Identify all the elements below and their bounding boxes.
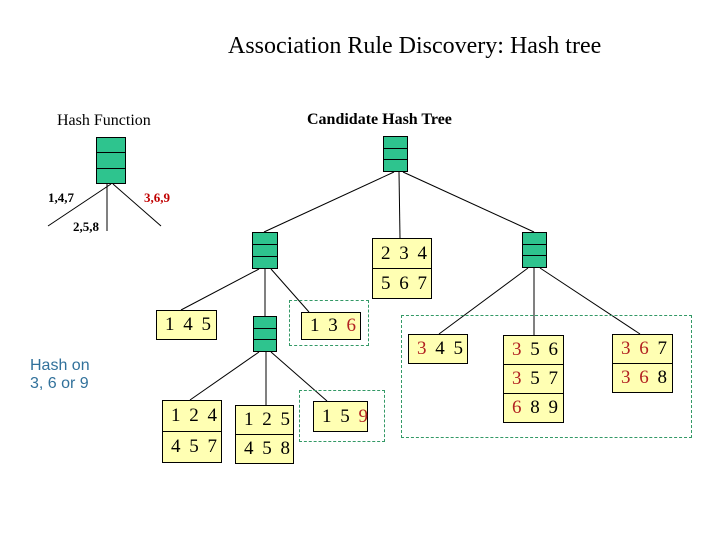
leaf-124-457: 1 2 4 4 5 7: [162, 400, 222, 463]
itemset-text: 1 2 5: [244, 409, 292, 430]
itemset-text-red: 9: [358, 406, 370, 427]
itemset-text: 5 6: [530, 339, 560, 360]
node-cell: [523, 255, 546, 267]
node-cell: [384, 137, 407, 148]
node-cell: [97, 138, 125, 152]
node-cell: [254, 339, 276, 351]
hash-function-label: Hash Function: [57, 112, 151, 129]
leaf-cell: 3 5 6: [504, 336, 563, 364]
hash-function-node: [96, 137, 126, 184]
itemset-text: 1 2 4: [171, 405, 219, 426]
level3-middle-node: [253, 316, 277, 352]
itemset-text: 1 3: [310, 315, 347, 336]
root-node: [383, 136, 408, 172]
level2-left-node: [252, 232, 278, 269]
root-edge-right: [402, 171, 535, 233]
leaf-cell: 4 5 8: [236, 434, 293, 463]
leaf-cell: 3 4 5: [409, 335, 467, 363]
l3mid-edge-left: [189, 351, 260, 401]
branch-label-369: 3,6,9: [144, 190, 170, 205]
node-cell: [523, 233, 546, 244]
dashed-group-right-subtree: [401, 315, 692, 438]
leaf-345: 3 4 5: [408, 334, 468, 364]
itemset-text: 1 5: [322, 406, 359, 427]
itemset-text-red: 3 6: [621, 367, 658, 388]
leaf-cell: 6 8 9: [504, 393, 563, 422]
leaf-cell: 1 2 5: [236, 406, 293, 434]
node-cell: [97, 167, 125, 183]
branch-label-147: 1,4,7: [48, 190, 74, 205]
leaf-367-368: 3 6 7 3 6 8: [612, 334, 673, 393]
node-cell: [384, 159, 407, 171]
itemset-text: 8 9: [530, 397, 560, 418]
leaf-cell: 1 3 6: [302, 313, 360, 339]
node-cell: [253, 233, 277, 244]
node-cell: [253, 256, 277, 268]
leaf-159: 1 5 9: [313, 401, 368, 432]
itemset-text-red: 6: [512, 397, 531, 418]
leaf-125-458: 1 2 5 4 5 8: [235, 405, 294, 464]
root-edge-left: [263, 171, 395, 233]
itemset-text-red: 3 6: [621, 338, 658, 359]
leaf-cell: 2 3 4: [373, 239, 431, 268]
leaf-cell: 1 2 4: [163, 401, 221, 431]
leaf-cell: 1 5 9: [314, 402, 368, 431]
candidate-hash-tree-label: Candidate Hash Tree: [307, 111, 452, 128]
hash-note: Hash on 3, 6 or 9: [30, 357, 90, 393]
leaf-cell: 3 5 7: [504, 364, 563, 393]
leaf-cell: 3 6 7: [613, 335, 672, 363]
itemset-text: 1 4 5: [165, 314, 213, 335]
leaf-136: 1 3 6: [301, 312, 361, 340]
itemset-text: 7: [657, 338, 669, 359]
itemset-text: 4 5 8: [244, 438, 292, 459]
leaf-cell: 1 4 5: [157, 311, 216, 339]
l2left-edge-left: [180, 268, 260, 311]
hash-note-line1: Hash on: [30, 357, 90, 374]
hash-note-line2: 3, 6 or 9: [30, 375, 89, 392]
node-cell: [253, 244, 277, 256]
itemset-text: 4 5: [435, 338, 465, 359]
itemset-text: 5 7: [530, 368, 560, 389]
itemset-text-red: 3: [512, 339, 531, 360]
leaf-cell: 4 5 7: [163, 431, 221, 462]
node-cell: [97, 152, 125, 167]
itemset-text-red: 3: [512, 368, 531, 389]
leaf-cell: 5 6 7: [373, 268, 431, 298]
node-cell: [523, 243, 546, 256]
itemset-text: 8: [657, 367, 669, 388]
dashed-group-136: [289, 300, 369, 346]
leaf-145: 1 4 5: [156, 310, 217, 340]
leaf-234-567: 2 3 4 5 6 7: [372, 238, 432, 299]
node-cell: [254, 317, 276, 328]
node-cell: [254, 327, 276, 340]
itemset-text: 4 5 7: [171, 436, 219, 457]
branch-label-258: 2,5,8: [73, 219, 99, 234]
level2-right-node: [522, 232, 547, 268]
slide-title: Association Rule Discovery: Hash tree: [228, 33, 602, 59]
itemset-text: 2 3 4: [381, 243, 429, 264]
itemset-text-red: 6: [346, 315, 358, 336]
itemset-text-red: 3: [417, 338, 436, 359]
leaf-cell: 3 6 8: [613, 363, 672, 392]
dashed-group-159: [299, 390, 385, 442]
root-edge-middle: [398, 171, 401, 239]
itemset-text: 5 6 7: [381, 273, 429, 294]
node-cell: [384, 147, 407, 160]
leaf-356-357-689: 3 5 6 3 5 7 6 8 9: [503, 335, 564, 423]
